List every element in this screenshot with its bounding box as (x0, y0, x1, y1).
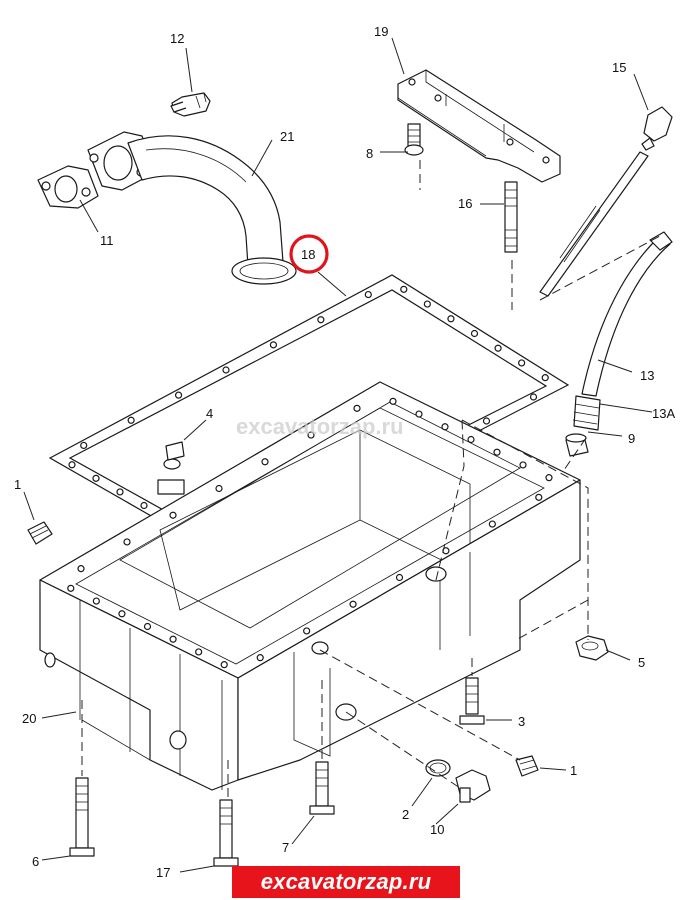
assembly-lines (81, 160, 661, 798)
stud-16 (504, 181, 518, 253)
pan-flange-bolt-hole (261, 458, 269, 466)
pan-flange-bolt-hole (195, 648, 203, 656)
highlight-circle (289, 234, 329, 274)
pan-flange-bolt-hole (307, 431, 315, 439)
label-20: 20 (22, 711, 36, 726)
pan-flange-bolt-hole (545, 474, 553, 482)
gasket-bolt-hole (423, 300, 431, 308)
bolt-3 (459, 677, 485, 725)
watermark-text: excavatorzap.ru (236, 414, 404, 439)
pan-flange-bolt-hole (415, 410, 423, 418)
label-21: 21 (280, 129, 294, 144)
leader-lines (23, 37, 653, 873)
pan-flange-bolt-hole (143, 622, 152, 631)
plug-1-right (515, 755, 539, 777)
label-19: 19 (374, 24, 388, 39)
label-13: 13 (640, 368, 654, 383)
gasket-bolt-hole (68, 461, 76, 469)
pan-flange-bolt-hole (389, 397, 397, 405)
dipstick-tube-13 (581, 231, 673, 397)
gasket-bolt-hole (140, 501, 148, 510)
gasket-bolt-hole (92, 474, 100, 482)
label-12: 12 (170, 31, 184, 46)
bolt-12 (170, 92, 211, 117)
bolt-6 (69, 777, 95, 857)
gasket-bolt-hole (222, 366, 230, 374)
label-4: 4 (206, 406, 213, 421)
pan-flange-bolt-hole (353, 404, 361, 412)
pan-flange-bolt-hole (349, 600, 357, 608)
pan-flange-bolt-hole (535, 493, 543, 501)
pan-flange-bolt-hole (467, 435, 475, 444)
gasket-bolt-hole (447, 315, 455, 323)
label-6: 6 (32, 854, 39, 869)
drain-plug-10 (455, 769, 491, 803)
label-10: 10 (430, 822, 444, 837)
bolt-17 (213, 799, 239, 867)
pan-flange-bolt-hole (67, 584, 75, 592)
oil-pan-body (39, 381, 581, 791)
gasket-bolt-hole (518, 359, 526, 367)
label-16: 16 (458, 196, 472, 211)
gasket-bolt-hole (364, 290, 372, 299)
gasket-bolt-hole (80, 441, 88, 450)
label-2: 2 (402, 807, 409, 822)
gasket-bolt-hole (127, 416, 135, 424)
label-18: 18 (301, 247, 315, 262)
label-15: 15 (612, 60, 626, 75)
gasket-bolt-hole (174, 391, 183, 399)
pan-flange-bolt-hole (169, 635, 177, 643)
brand-banner-text: excavatorzap.ru (260, 869, 432, 894)
label-3: 3 (518, 714, 525, 729)
pan-flange-bolt-hole (215, 484, 223, 493)
label-7: 7 (282, 840, 289, 855)
gasket-bolt-hole (482, 417, 491, 425)
o-ring-2 (425, 759, 451, 777)
label-13A: 13A (652, 406, 675, 421)
flange-gasket-11 (37, 165, 99, 209)
pan-flange-bolt-hole (493, 448, 501, 456)
tube-fitting-13A (572, 395, 601, 431)
pan-flange-bolt-hole (519, 461, 527, 469)
gasket-bolt-hole (317, 316, 325, 324)
gasket-bolt-hole (529, 393, 538, 401)
dipstick-15 (539, 106, 673, 297)
brand-banner: excavatorzap.ru (232, 866, 460, 898)
plug-1-left (27, 521, 53, 545)
label-11: 11 (100, 233, 114, 248)
pan-flange-bolt-hole (303, 627, 311, 635)
pan-flange-bolt-hole (118, 610, 126, 618)
gasket-bolt-hole (470, 329, 479, 338)
pan-flange-bolt-hole (220, 661, 228, 669)
label-8: 8 (366, 146, 373, 161)
seal-9 (565, 433, 589, 457)
suction-tube-21 (37, 92, 297, 285)
pan-flange-bolt-hole (441, 423, 449, 431)
nut-5 (575, 635, 609, 661)
gasket-bolt-hole (541, 374, 549, 382)
pan-flange-bolt-hole (395, 573, 404, 582)
label-1-right: 1 (570, 763, 577, 778)
pan-flange-bolt-hole (169, 511, 177, 519)
pan-flange-bolt-hole (92, 597, 100, 605)
gasket-bolt-hole (494, 344, 502, 352)
bracket-19 (397, 69, 561, 183)
label-5: 5 (638, 655, 645, 670)
label-1-left: 1 (14, 477, 21, 492)
gasket-bolt-hole (400, 285, 408, 293)
pan-flange-bolt-hole (256, 654, 264, 662)
part-labels: 12 19 15 21 8 16 11 18 13 13A 4 9 1 5 20… (14, 24, 675, 880)
pan-flange-bolt-hole (123, 538, 131, 546)
label-17: 17 (156, 865, 170, 880)
bolt-7 (309, 761, 335, 815)
pan-flange-bolt-hole (488, 520, 496, 528)
pan-flange-bolt-hole (77, 565, 85, 573)
label-9: 9 (628, 431, 635, 446)
gasket-bolt-hole (116, 488, 124, 496)
plug-4 (165, 441, 185, 461)
gasket-bolt-hole (269, 341, 278, 349)
bolt-8 (404, 123, 424, 156)
